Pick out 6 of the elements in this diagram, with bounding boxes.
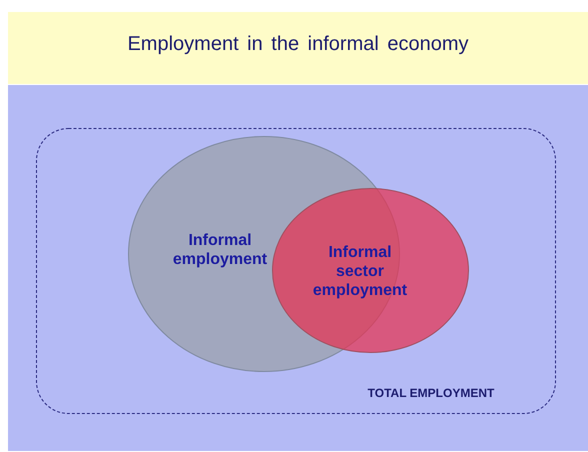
set-label: TOTAL EMPLOYMENT [366,385,496,402]
set-label: Informal sector employment [312,243,408,300]
set-label: Informal employment [172,231,268,269]
title: Employment in the informal economy [126,33,470,56]
venn-ellipse [272,188,469,353]
dashed-boundary-box [36,128,556,414]
